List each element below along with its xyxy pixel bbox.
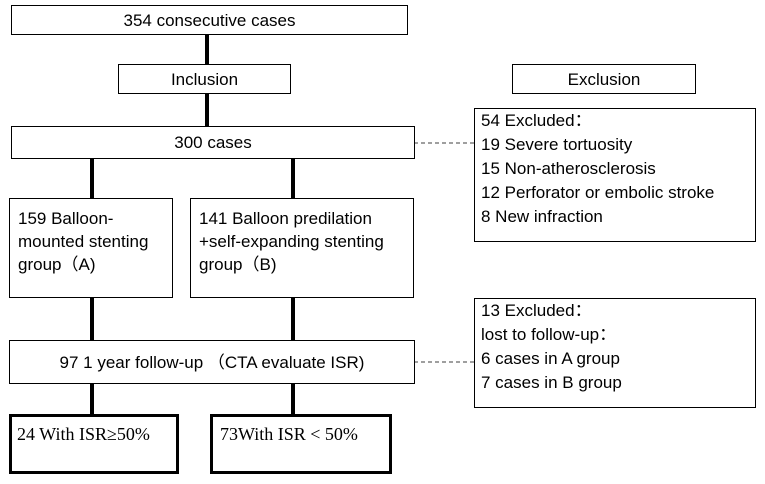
box-exclusion-list-1: 54 Excluded： 19 Severe tortuosity 15 Non… <box>474 108 756 242</box>
box-group-a: 159 Balloon-mounted stenting group（A) <box>9 198 173 298</box>
exclusion1-item: 19 Severe tortuosity <box>481 135 633 154</box>
exclusion1-item: 12 Perforator or embolic stroke <box>481 183 715 202</box>
exclusion2-item: 6 cases in A group <box>481 349 620 368</box>
box-exclusion-list-2: 13 Excluded： lost to follow-up： 6 cases … <box>474 298 756 408</box>
box-inclusion: Inclusion <box>118 64 291 94</box>
exclusion1-item: 54 Excluded： <box>481 111 592 130</box>
box-consecutive-cases: 354 consecutive cases <box>11 5 408 35</box>
box-group-b: 141 Balloon predilation +self-expanding … <box>190 198 414 298</box>
exclusion2-item: 13 Excluded： <box>481 301 592 320</box>
box-300-cases: 300 cases <box>11 126 415 159</box>
exclusion1-item: 15 Non-atherosclerosis <box>481 159 656 178</box>
box-followup: 97 1 year follow-up （CTA evaluate ISR) <box>9 340 415 384</box>
box-exclusion-header: Exclusion <box>512 64 696 94</box>
box-isr-high: 24 With ISR≥50% <box>9 414 179 474</box>
box-isr-low: 73With ISR < 50% <box>210 414 392 474</box>
exclusion1-item: 8 New infraction <box>481 207 603 226</box>
exclusion2-item: 7 cases in B group <box>481 373 622 392</box>
exclusion2-item: lost to follow-up： <box>481 325 617 344</box>
